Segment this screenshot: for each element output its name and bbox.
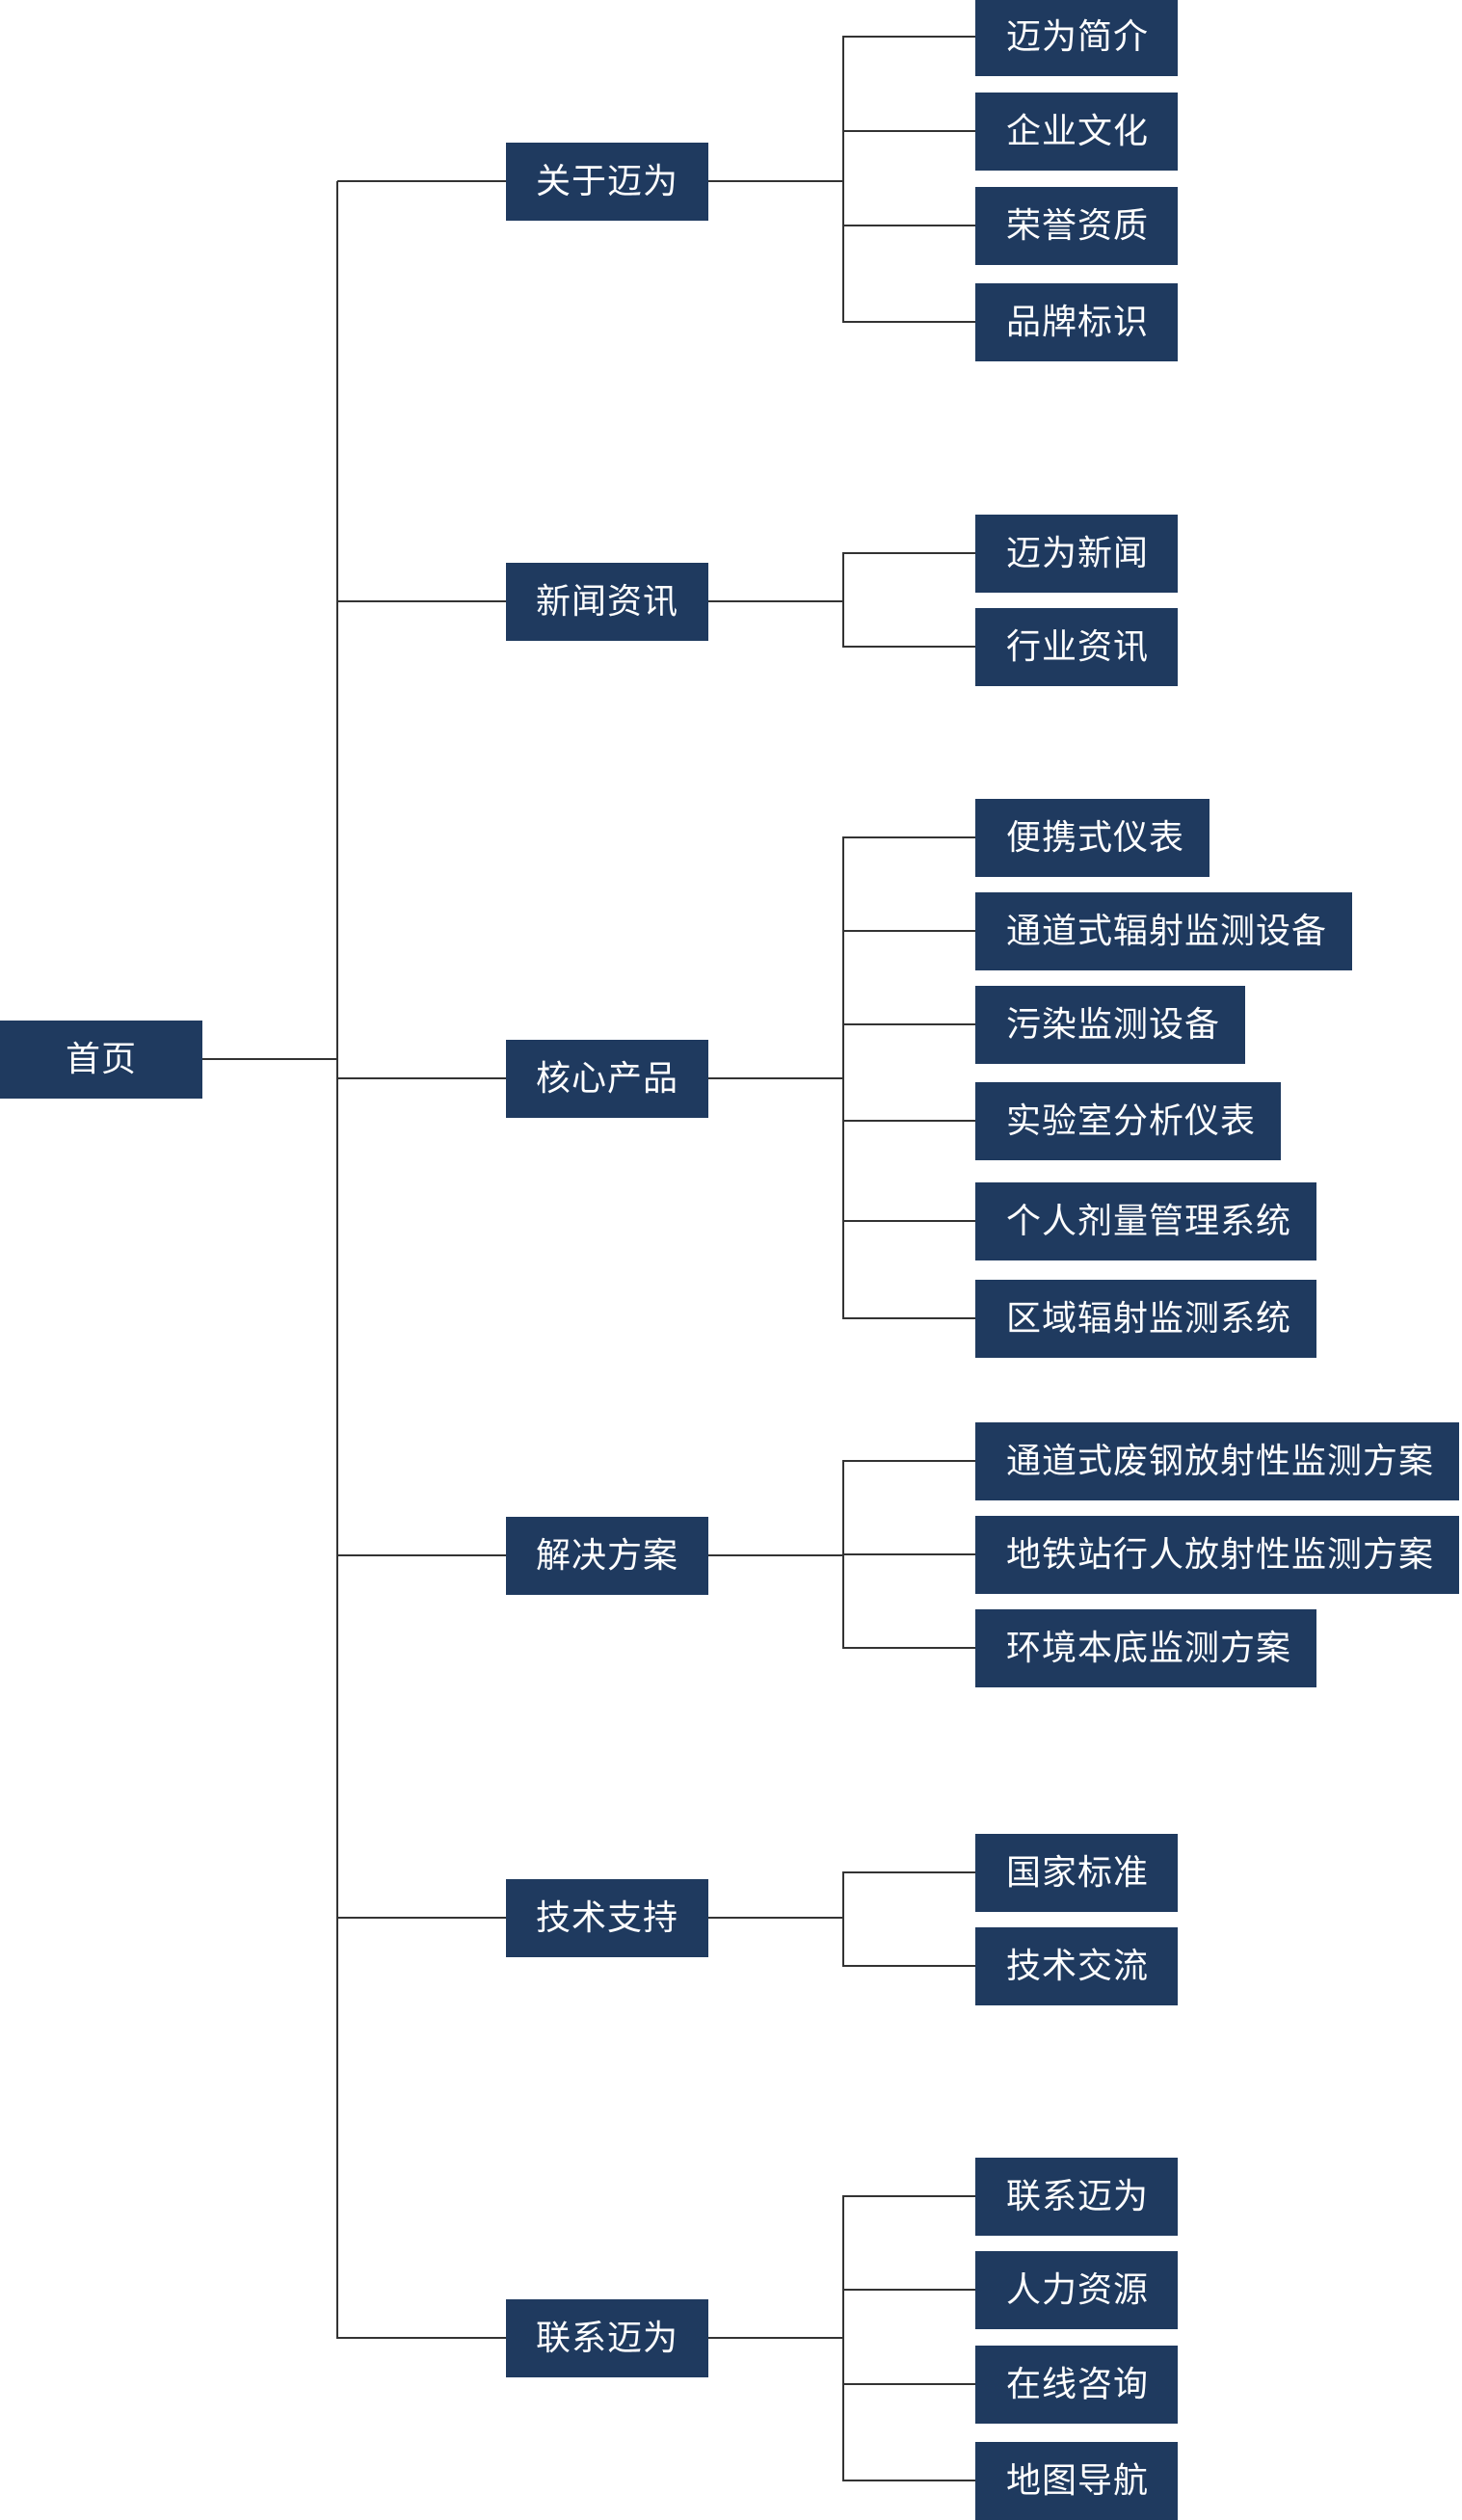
item-node[interactable]: 通道式废钢放射性监测方案: [975, 1421, 1460, 1500]
connector-section-to-bus: [708, 1917, 843, 1919]
connector-child-bus: [842, 2195, 844, 2481]
section-node[interactable]: 联系迈为: [506, 2298, 708, 2377]
connector-bus-to-item: [843, 646, 975, 648]
connector-bus-to-item: [843, 1120, 975, 1122]
connector-trunk-to-section: [337, 600, 506, 602]
item-node[interactable]: 地铁站行人放射性监测方案: [975, 1515, 1460, 1594]
connector-bus-to-item: [843, 36, 975, 38]
item-node[interactable]: 企业文化: [975, 92, 1178, 171]
connector-bus-to-item: [843, 1023, 975, 1025]
connector-bus-to-item: [843, 1647, 975, 1649]
item-node[interactable]: 迈为新闻: [975, 514, 1178, 593]
item-node[interactable]: 联系迈为: [975, 2157, 1178, 2236]
connector-bus-to-item: [843, 552, 975, 554]
connector-section-to-bus: [708, 180, 843, 182]
section-node[interactable]: 解决方案: [506, 1516, 708, 1595]
connector-bus-to-item: [843, 321, 975, 323]
item-node[interactable]: 人力资源: [975, 2250, 1178, 2329]
connector-bus-to-item: [843, 225, 975, 226]
connector-trunk-to-section: [337, 2337, 506, 2339]
item-node[interactable]: 地图导航: [975, 2441, 1178, 2520]
connector-bus-to-item: [843, 1317, 975, 1319]
section-node[interactable]: 技术支持: [506, 1878, 708, 1957]
item-node[interactable]: 实验室分析仪表: [975, 1081, 1282, 1160]
connector-bus-to-item: [843, 1553, 975, 1555]
connector-bus-to-item: [843, 930, 975, 932]
connector-bus-to-item: [843, 2480, 975, 2481]
item-node[interactable]: 行业资讯: [975, 607, 1178, 686]
item-node[interactable]: 通道式辐射监测设备: [975, 891, 1353, 970]
connector-child-bus: [842, 36, 844, 323]
connector-child-bus: [842, 836, 844, 1319]
connector-trunk-to-section: [337, 1917, 506, 1919]
connector-bus-to-item: [843, 1871, 975, 1873]
connector-child-bus: [842, 1871, 844, 1967]
connector-bus-to-item: [843, 1965, 975, 1967]
connector-section-to-bus: [708, 2337, 843, 2339]
item-node[interactable]: 荣誉资质: [975, 186, 1178, 265]
connector-trunk-to-section: [337, 180, 506, 182]
connector-bus-to-item: [843, 836, 975, 838]
item-node[interactable]: 国家标准: [975, 1833, 1178, 1912]
item-node[interactable]: 污染监测设备: [975, 985, 1246, 1064]
item-node[interactable]: 技术交流: [975, 1926, 1178, 2005]
item-node[interactable]: 区域辐射监测系统: [975, 1279, 1317, 1358]
connector-trunk-to-section: [337, 1554, 506, 1556]
connector-bus-to-item: [843, 1460, 975, 1462]
item-node[interactable]: 迈为简介: [975, 0, 1178, 76]
item-node[interactable]: 个人剂量管理系统: [975, 1181, 1317, 1260]
connector-child-bus: [842, 552, 844, 648]
connector-bus-to-item: [843, 2383, 975, 2385]
connector-root-to-trunk: [202, 1058, 337, 1060]
connector-section-to-bus: [708, 1077, 843, 1079]
section-node[interactable]: 新闻资讯: [506, 562, 708, 641]
item-node[interactable]: 环境本底监测方案: [975, 1608, 1317, 1687]
root-node[interactable]: 首页: [0, 1020, 202, 1099]
section-node[interactable]: 核心产品: [506, 1039, 708, 1118]
item-node[interactable]: 在线咨询: [975, 2345, 1178, 2424]
connector-trunk: [336, 181, 338, 2339]
connector-bus-to-item: [843, 1220, 975, 1222]
connector-section-to-bus: [708, 1554, 843, 1556]
item-node[interactable]: 便携式仪表: [975, 798, 1210, 877]
connector-bus-to-item: [843, 2289, 975, 2291]
connector-section-to-bus: [708, 600, 843, 602]
connector-bus-to-item: [843, 2195, 975, 2197]
connector-trunk-to-section: [337, 1077, 506, 1079]
item-node[interactable]: 品牌标识: [975, 282, 1178, 361]
connector-bus-to-item: [843, 130, 975, 132]
section-node[interactable]: 关于迈为: [506, 142, 708, 221]
